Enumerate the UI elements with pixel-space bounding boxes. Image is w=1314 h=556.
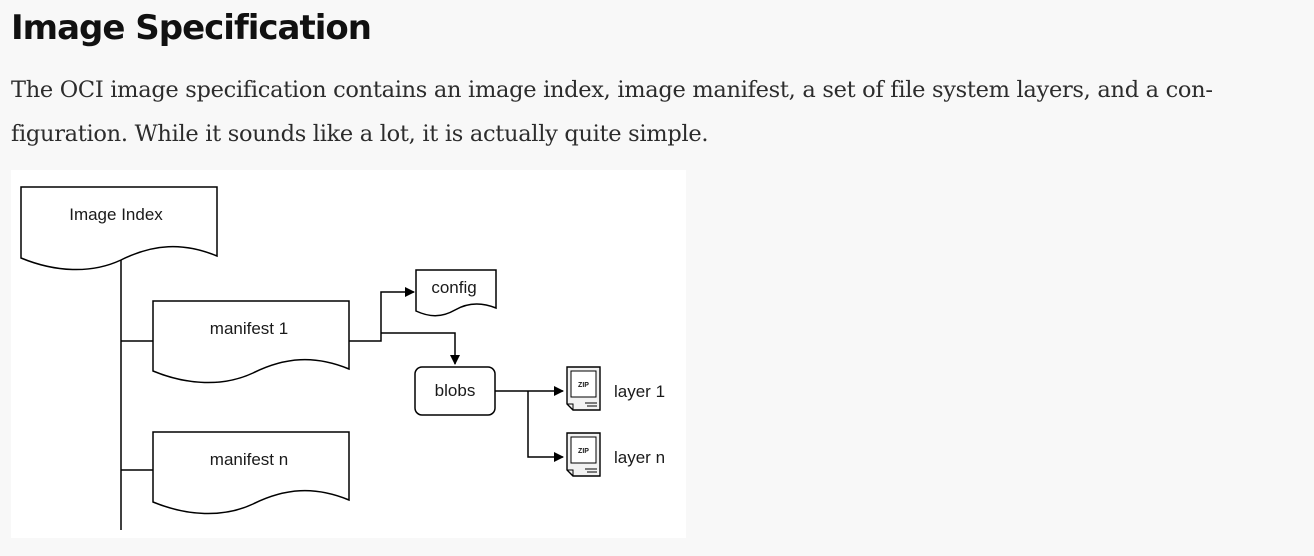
layer-1-label: layer 1 [614, 382, 665, 401]
arrow-to-layer-n [527, 391, 564, 462]
intro-line-1: The OCI image specification contains an … [11, 77, 1213, 103]
page-title: Image Specification [11, 8, 372, 48]
manifest-arrows [349, 287, 460, 365]
arrow-to-blobs [381, 332, 460, 365]
manifest-1-label: manifest 1 [210, 319, 288, 338]
blobs-label: blobs [435, 381, 476, 400]
manifest-1-node: manifest 1 [152, 300, 350, 384]
layer-n-zip-icon: ZIP [566, 432, 601, 477]
layer-1-zip-text: ZIP [578, 382, 589, 389]
diagram-canvas: Image Index manifest 1 manifest n config… [20, 186, 665, 530]
image-index-node: Image Index [20, 186, 218, 271]
layer-n-zip-text: ZIP [578, 448, 589, 455]
blobs-node: blobs [414, 366, 496, 416]
intro-line-2: figuration. While it sounds like a lot, … [11, 121, 709, 147]
arrow-to-config [349, 287, 415, 342]
config-node: config [415, 269, 497, 317]
manifest-n-node: manifest n [152, 431, 350, 515]
intro-paragraph: The OCI image specification contains an … [11, 68, 1311, 156]
config-label: config [431, 278, 476, 297]
layer-1-zip-icon: ZIP [566, 366, 601, 411]
tree-connectors [120, 258, 153, 530]
manifest-n-label: manifest n [210, 450, 288, 469]
image-index-label: Image Index [69, 205, 163, 224]
layer-arrows [495, 386, 564, 462]
layer-n-label: layer n [614, 448, 665, 467]
oci-diagram: Image Index manifest 1 manifest n config… [11, 170, 686, 538]
